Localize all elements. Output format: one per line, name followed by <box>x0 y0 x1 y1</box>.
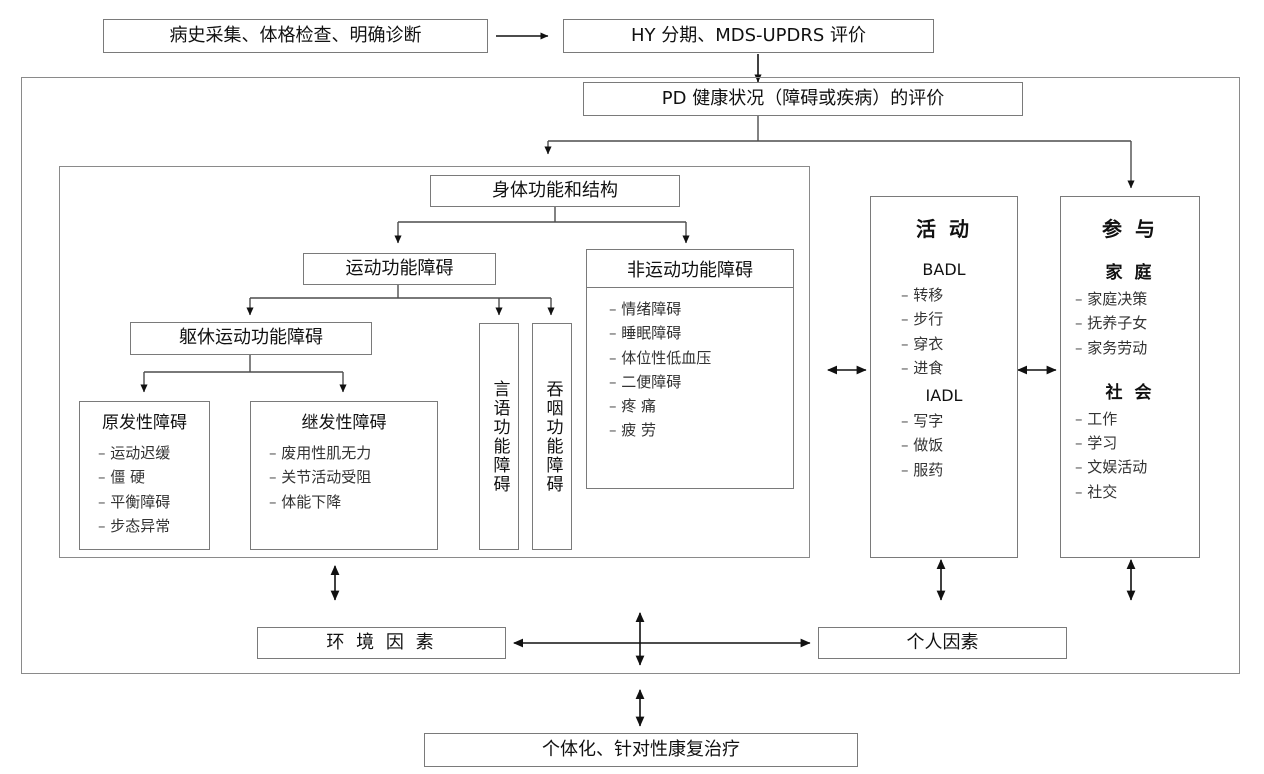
activity-title: 活 动 <box>916 217 972 241</box>
list-item: 步行 <box>901 307 1017 331</box>
environmental-factors-label: 环 境 因 素 <box>326 631 437 653</box>
nonmotor-dysfunction-title: 非运动功能障碍 <box>627 260 753 281</box>
participation-group-family-heading: 家 庭 <box>1105 263 1155 283</box>
list-item: 穿衣 <box>901 332 1017 356</box>
activity-panel[interactable]: 活 动 BADL 转移 步行 穿衣 进食 IADL 写字 做饭 服药 <box>870 196 1018 558</box>
list-item: 写字 <box>901 409 1017 433</box>
motor-dysfunction-label: 运动功能障碍 <box>345 257 454 279</box>
personal-factors-box[interactable]: 个人因素 <box>818 627 1067 659</box>
participation-panel[interactable]: 参 与 家 庭 家庭决策 抚养子女 家务劳动 社 会 工作 学习 文娱活动 社交 <box>1060 196 1200 558</box>
personal-factors-label: 个人因素 <box>906 631 979 653</box>
list-item: 情绪障碍 <box>609 297 793 321</box>
activity-group-badl-heading: BADL <box>922 260 966 279</box>
list-item: 僵 硬 <box>98 465 209 489</box>
step-pd-health-assessment-label: PD 健康状况（障碍或疾病）的评价 <box>661 87 945 109</box>
participation-title: 参 与 <box>1102 217 1158 241</box>
list-item: 抚养子女 <box>1075 311 1199 335</box>
list-item: 社交 <box>1075 480 1199 504</box>
list-item: 关节活动受阻 <box>269 465 437 489</box>
list-item: 步态异常 <box>98 514 209 538</box>
trunk-limb-motor-box[interactable]: 躯休运动功能障碍 <box>130 322 372 355</box>
secondary-impairments-title: 继发性障碍 <box>301 413 387 433</box>
list-item: 家庭决策 <box>1075 287 1199 311</box>
nonmotor-dysfunction-list: 情绪障碍 睡眠障碍 体位性低血压 二便障碍 疼 痛 疲 劳 <box>587 288 793 447</box>
activity-group-iadl-heading: IADL <box>925 386 963 406</box>
activity-badl-list: 转移 步行 穿衣 进食 <box>871 281 1017 384</box>
panel-divider <box>587 287 793 288</box>
list-item: 废用性肌无力 <box>269 441 437 465</box>
primary-impairments-title: 原发性障碍 <box>102 413 187 433</box>
list-item: 服药 <box>901 458 1017 482</box>
secondary-impairments-panel[interactable]: 继发性障碍 废用性肌无力 关节活动受阻 体能下降 <box>250 401 438 550</box>
body-function-header[interactable]: 身体功能和结构 <box>430 175 680 207</box>
step-pd-health-assessment[interactable]: PD 健康状况（障碍或疾病）的评价 <box>583 82 1023 116</box>
swallowing-dysfunction-label: 吞咽功能障碍 <box>542 379 563 494</box>
outcome-rehabilitation-label: 个体化、针对性康复治疗 <box>542 738 740 760</box>
list-item: 体能下降 <box>269 490 437 514</box>
primary-impairments-panel[interactable]: 原发性障碍 运动迟缓 僵 硬 平衡障碍 步态异常 <box>79 401 210 550</box>
step-history-exam-diagnosis[interactable]: 病史采集、体格检查、明确诊断 <box>103 19 488 53</box>
list-item: 家务劳动 <box>1075 336 1199 360</box>
body-function-header-label: 身体功能和结构 <box>492 179 618 201</box>
list-item: 转移 <box>901 283 1017 307</box>
list-item: 做饭 <box>901 433 1017 457</box>
list-item: 疼 痛 <box>609 394 793 418</box>
trunk-limb-motor-label: 躯休运动功能障碍 <box>179 327 323 349</box>
list-item: 学习 <box>1075 431 1199 455</box>
motor-dysfunction-box[interactable]: 运动功能障碍 <box>303 253 496 285</box>
list-item: 疲 劳 <box>609 418 793 442</box>
list-item: 工作 <box>1075 407 1199 431</box>
list-item: 二便障碍 <box>609 370 793 394</box>
list-item: 文娱活动 <box>1075 455 1199 479</box>
step-history-exam-diagnosis-label: 病史采集、体格检查、明确诊断 <box>169 24 422 46</box>
list-item: 体位性低血压 <box>609 346 793 370</box>
participation-group-society-heading: 社 会 <box>1105 382 1155 403</box>
participation-family-list: 家庭决策 抚养子女 家务劳动 <box>1061 285 1199 364</box>
primary-impairments-list: 运动迟缓 僵 硬 平衡障碍 步态异常 <box>80 435 209 542</box>
list-item: 睡眠障碍 <box>609 321 793 345</box>
secondary-impairments-list: 废用性肌无力 关节活动受阻 体能下降 <box>251 435 437 518</box>
speech-dysfunction-label: 言语功能障碍 <box>489 379 510 494</box>
list-item: 平衡障碍 <box>98 490 209 514</box>
body-function-frame <box>59 166 810 558</box>
nonmotor-dysfunction-panel[interactable]: 非运动功能障碍 情绪障碍 睡眠障碍 体位性低血压 二便障碍 疼 痛 疲 劳 <box>586 249 794 489</box>
outcome-rehabilitation-box[interactable]: 个体化、针对性康复治疗 <box>424 733 858 767</box>
step-hy-mds-updrs-label: HY 分期、MDS-UPDRS 评价 <box>630 24 867 46</box>
activity-iadl-list: 写字 做饭 服药 <box>871 407 1017 486</box>
speech-dysfunction-box[interactable]: 言语功能障碍 <box>479 323 519 550</box>
icf-model-frame <box>21 77 1240 674</box>
swallowing-dysfunction-box[interactable]: 吞咽功能障碍 <box>532 323 572 550</box>
step-hy-mds-updrs[interactable]: HY 分期、MDS-UPDRS 评价 <box>563 19 934 53</box>
participation-society-list: 工作 学习 文娱活动 社交 <box>1061 405 1199 508</box>
list-item: 运动迟缓 <box>98 441 209 465</box>
list-item: 进食 <box>901 356 1017 380</box>
environmental-factors-box[interactable]: 环 境 因 素 <box>257 627 506 659</box>
